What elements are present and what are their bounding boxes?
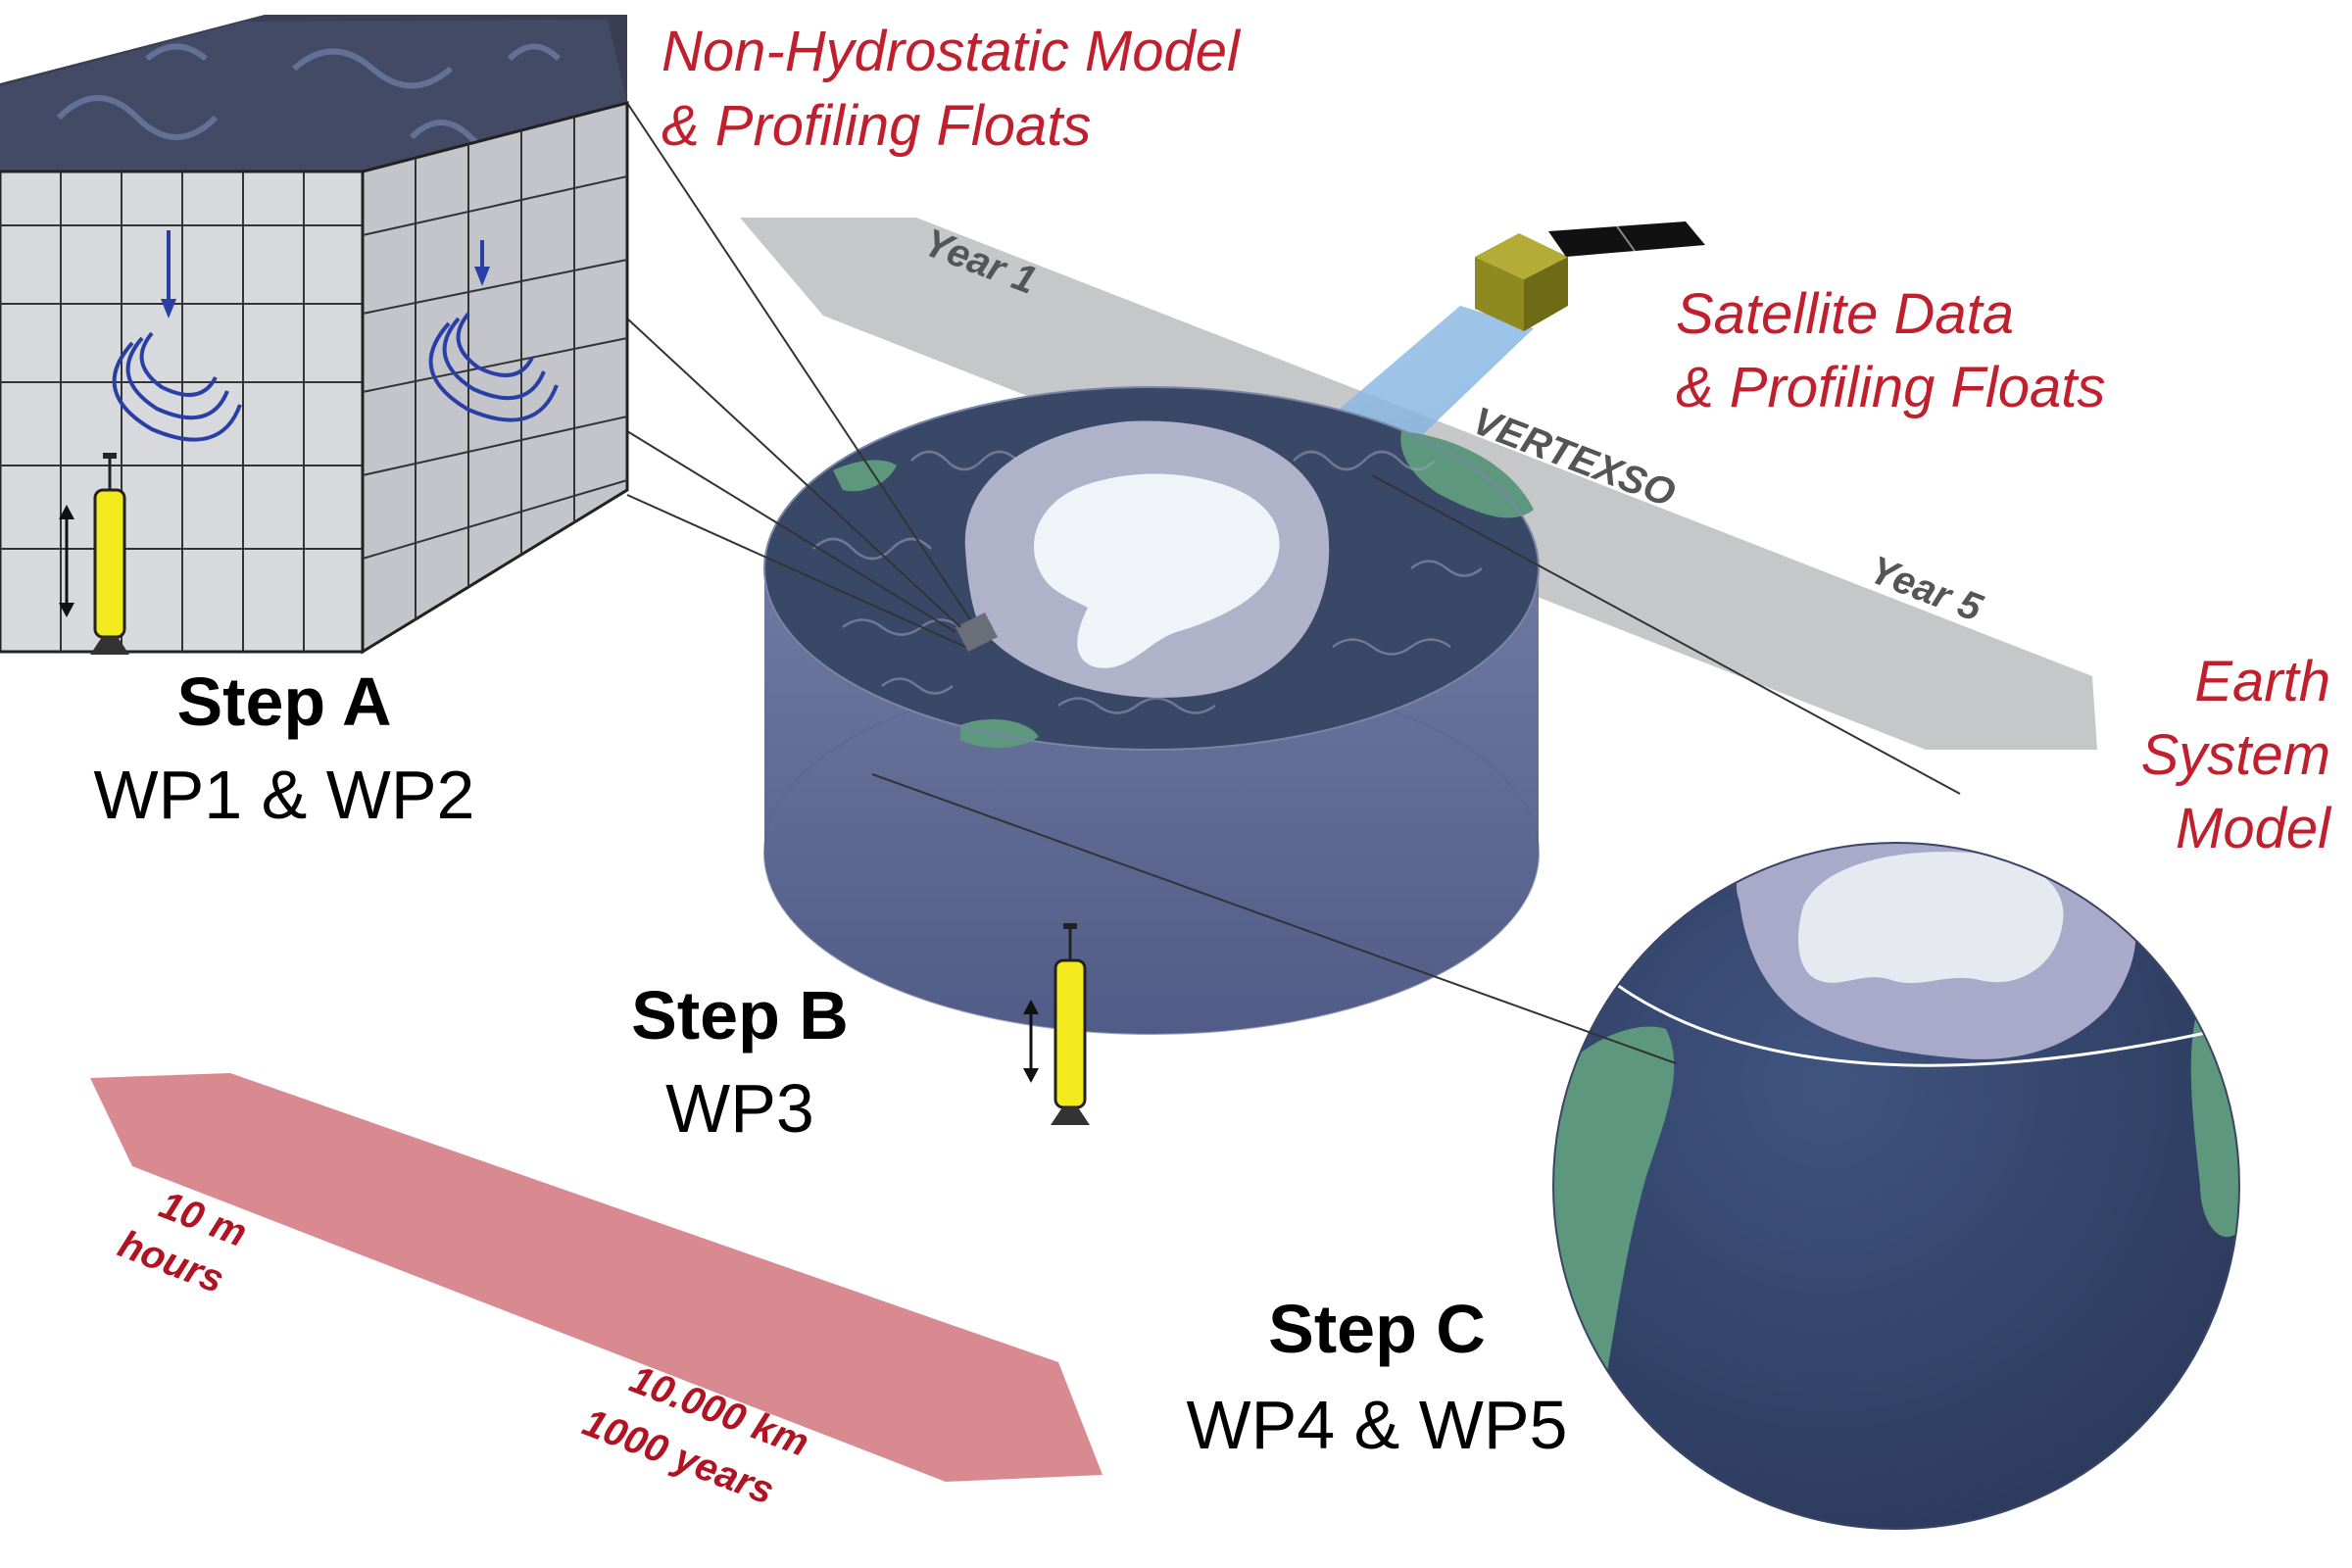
zoom-connector-lines bbox=[626, 102, 1961, 1064]
satellite-body-front bbox=[1475, 257, 1524, 331]
step-b-title: Step B bbox=[631, 977, 849, 1054]
convective-plume-left bbox=[112, 230, 242, 442]
globe-land-southwest bbox=[1578, 1411, 1659, 1529]
cube-side-face bbox=[361, 101, 629, 655]
profiling-float-step-a bbox=[59, 453, 129, 655]
profiling-float-step-b bbox=[1023, 923, 1090, 1125]
step-c-title: Step C bbox=[1268, 1291, 1486, 1367]
step-c-subtitle: WP4 & WP5 bbox=[1187, 1387, 1568, 1463]
label-earth-system-line2: System bbox=[2141, 723, 2330, 787]
scale-arrow: 10 m hours 10.000 km 1000 years bbox=[90, 1073, 1102, 1513]
globe-antarctica bbox=[1798, 852, 2064, 984]
label-earth-system-line3: Model bbox=[2176, 797, 2332, 860]
regional-model-cylinder bbox=[763, 386, 1540, 1035]
label-nonhydrostatic-line2: & Profiling Floats bbox=[662, 94, 1091, 158]
cylinder-land-south-america bbox=[833, 460, 897, 492]
globe-latitude-circle bbox=[1616, 983, 2239, 1067]
step-b-subtitle: WP3 bbox=[665, 1070, 814, 1147]
cylinder-antarctica bbox=[1034, 473, 1280, 668]
earth-system-globe bbox=[1552, 842, 2240, 1530]
label-nonhydrostatic-line1: Non-Hydrostatic Model bbox=[662, 20, 1242, 83]
cube-top-swirls bbox=[56, 43, 562, 155]
satellite-body-side bbox=[1524, 257, 1568, 331]
cylinder-eddy-texture bbox=[812, 450, 1483, 714]
convective-plume-right bbox=[428, 240, 559, 422]
nonhydrostatic-model-cube bbox=[0, 15, 629, 655]
step-a-title: Step A bbox=[176, 663, 391, 740]
cylinder-zoom-marker bbox=[956, 612, 998, 652]
label-satellite-line2: & Profiling Floats bbox=[1676, 356, 2105, 419]
label-satellite-line1: Satellite Data bbox=[1676, 282, 2014, 346]
globe-land-west bbox=[1553, 1026, 1675, 1411]
satellite-body-top bbox=[1475, 233, 1568, 279]
cylinder-land-africa bbox=[1400, 431, 1534, 518]
cylinder-land-australia bbox=[960, 718, 1039, 749]
step-a-subtitle: WP1 & WP2 bbox=[94, 757, 475, 833]
label-earth-system-line1: Earth bbox=[2194, 650, 2330, 713]
